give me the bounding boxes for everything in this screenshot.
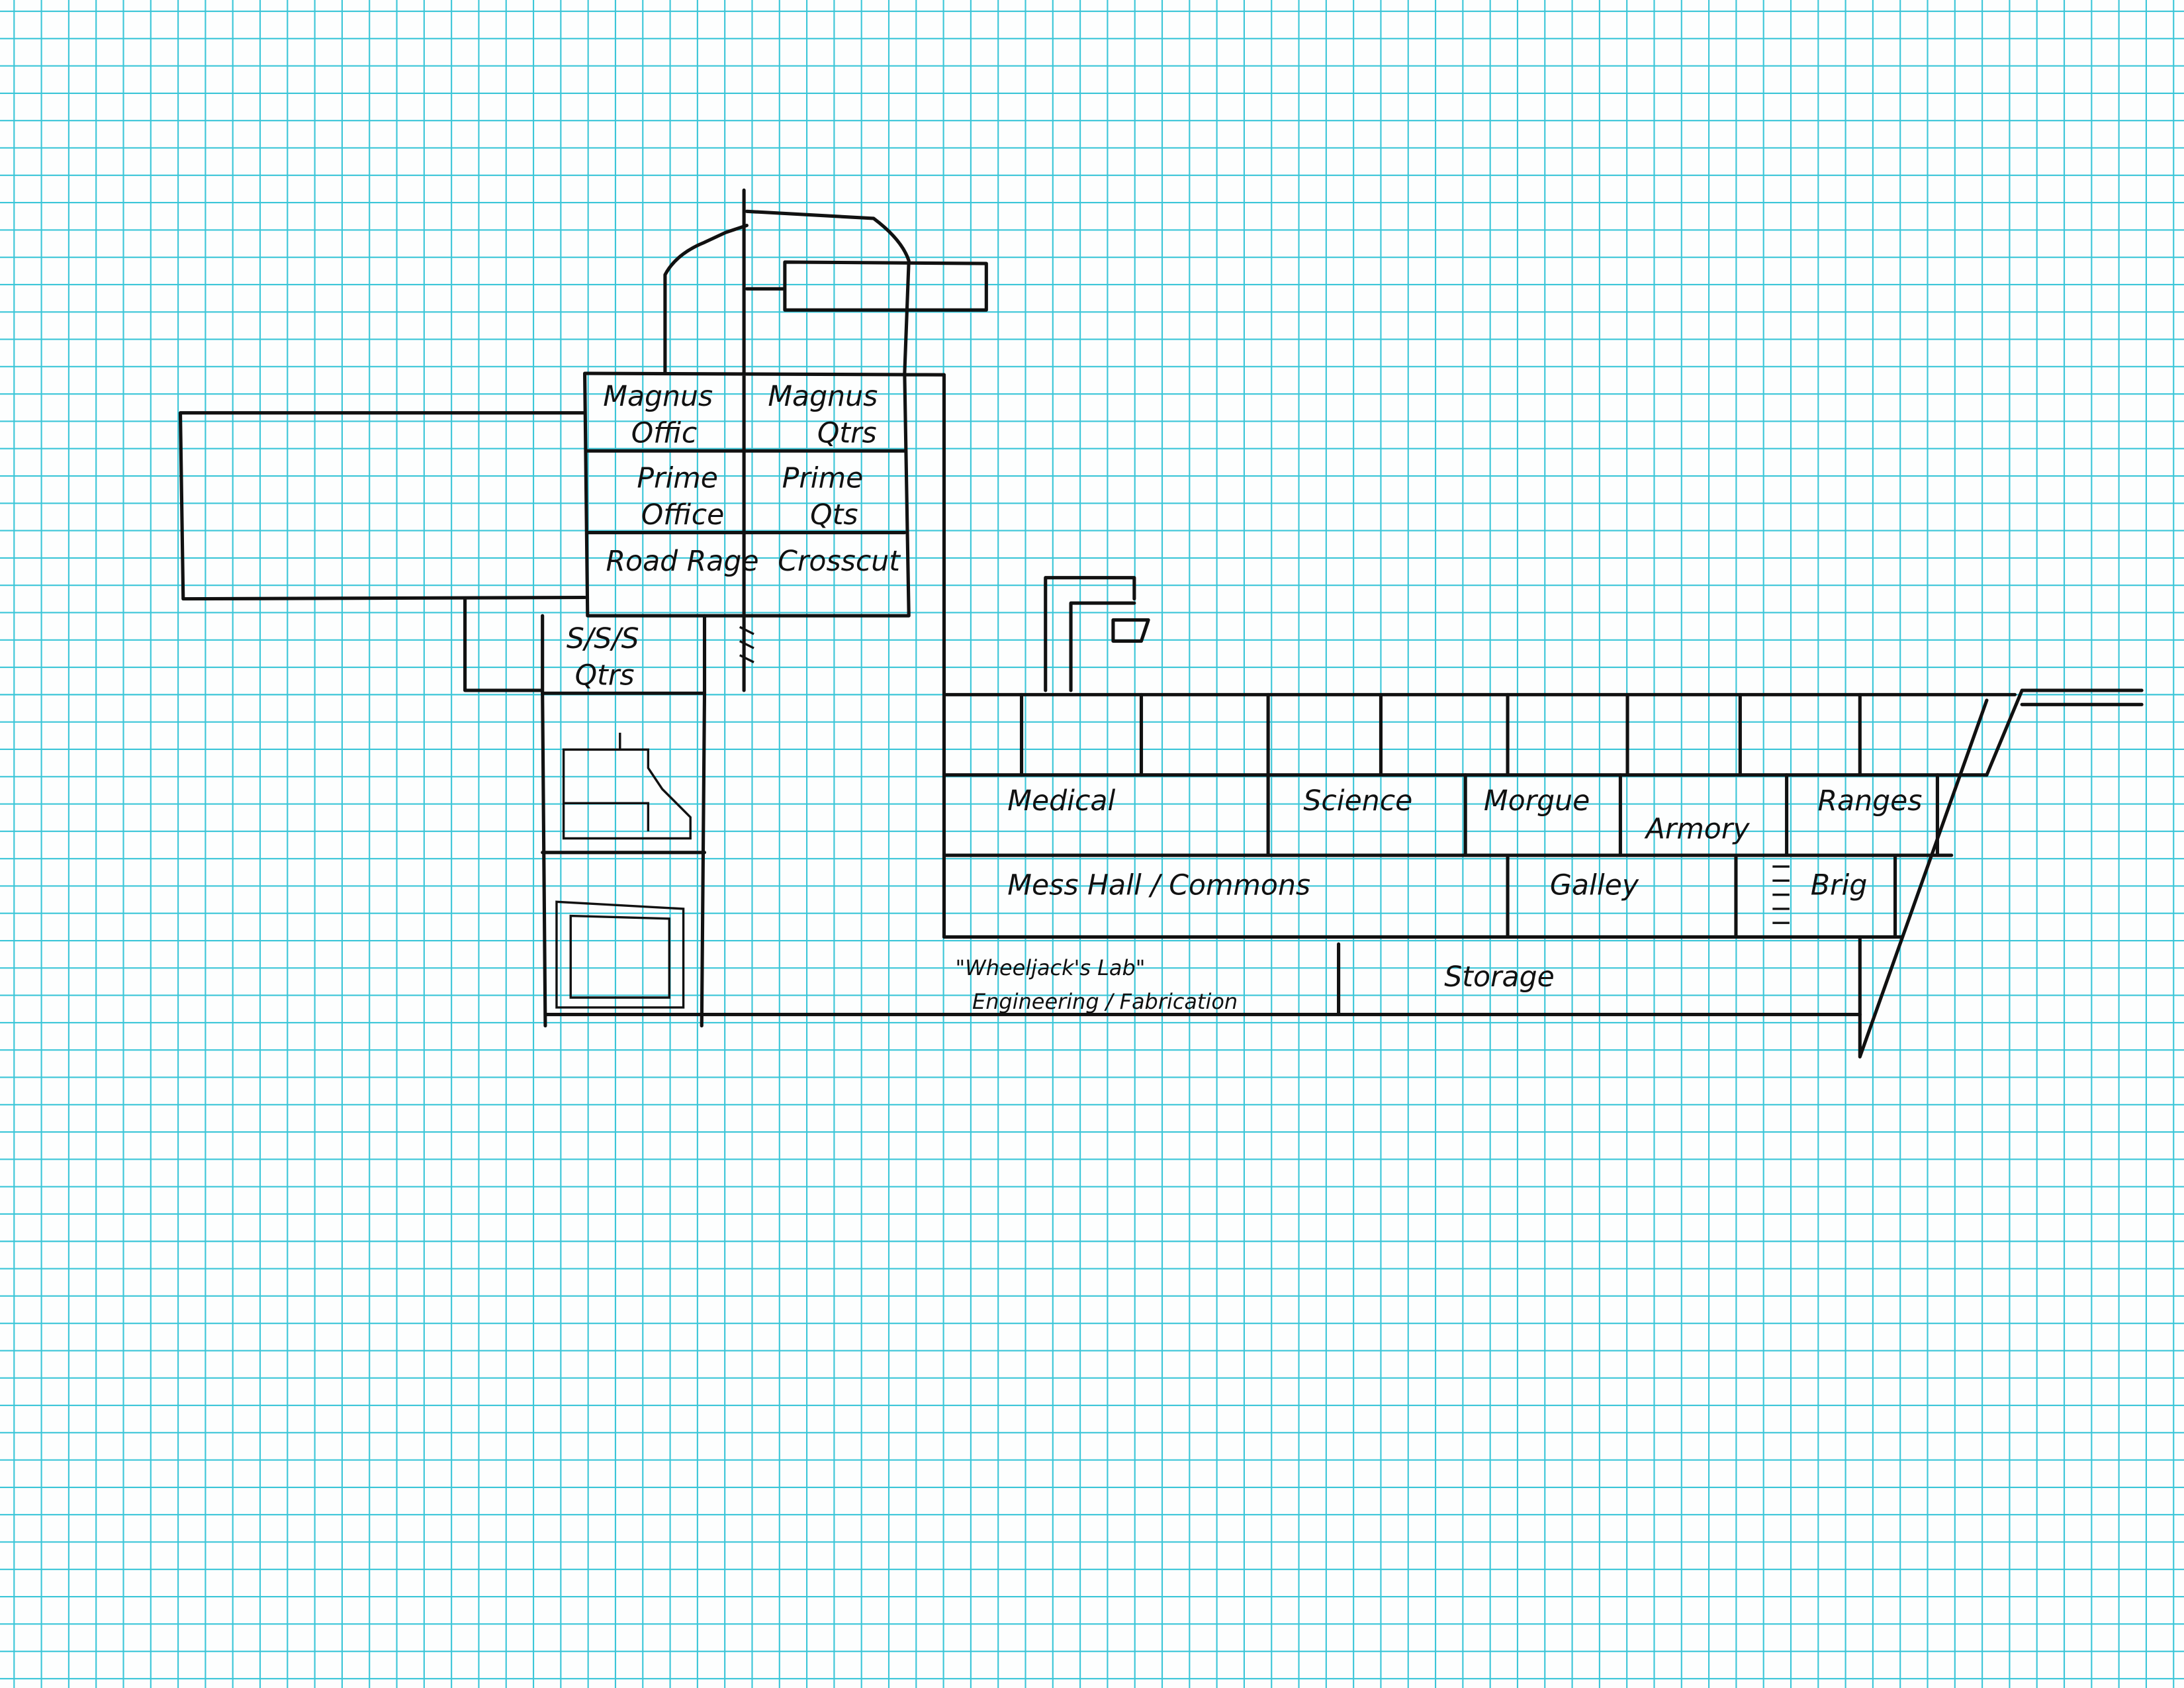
label-crosscut: Crosscut [778,545,901,578]
east-exit-corridor [1985,688,2144,777]
label-mess-hall: Mess Hall / Commons [1007,869,1310,902]
label-magnus-qtrs-1: Magnus [768,380,878,413]
label-magnus-office-2: Offic [631,416,697,449]
label-medical: Medical [1007,784,1115,818]
label-road-rage: Road Rage [606,545,758,578]
stairs-marker-upper [739,626,754,663]
label-prime-qts-2: Qts [810,498,858,532]
label-brig: Brig [1811,869,1868,902]
label-armory: Armory [1644,812,1751,845]
left-wing-wall [178,411,587,601]
label-prime-office-2: Office [641,498,725,532]
label-wheeljacks-lab-1: "Wheeljack's Lab" [955,955,1145,980]
label-prime-qts-1: Prime [782,461,864,494]
label-science: Science [1303,784,1412,818]
room-labels: Magnus Offic Magnus Qtrs Prime Office Pr… [567,380,1923,1014]
top-structure-wall [663,209,911,375]
label-morgue: Morgue [1484,784,1590,818]
equipment-sketch-lower [555,900,685,1009]
command-cluster-wall [582,188,946,692]
label-sss-qtrs-1: S/S/S [567,622,639,655]
stairs-marker [1772,865,1790,924]
equipment-sketch-upper [562,732,692,840]
label-ranges: Ranges [1817,784,1922,818]
label-magnus-office-1: Magnus [603,380,713,413]
sss-quarters-wall [463,597,707,695]
lower-column-wall [541,691,707,1028]
top-annex-box [745,260,988,312]
main-deck-outline [942,692,2017,1058]
label-prime-office-1: Prime [637,461,718,494]
label-magnus-qtrs-2: Qtrs [817,416,877,449]
label-wheeljacks-lab-2: Engineering / Fabrication [972,989,1238,1014]
label-storage: Storage [1444,961,1555,994]
label-sss-qtrs-2: Qtrs [575,659,635,692]
floor-plan-walls [178,188,2144,1058]
main-deck-dividers [1019,692,1939,1017]
label-galley: Galley [1550,869,1639,902]
roof-appendage [1044,576,1150,692]
